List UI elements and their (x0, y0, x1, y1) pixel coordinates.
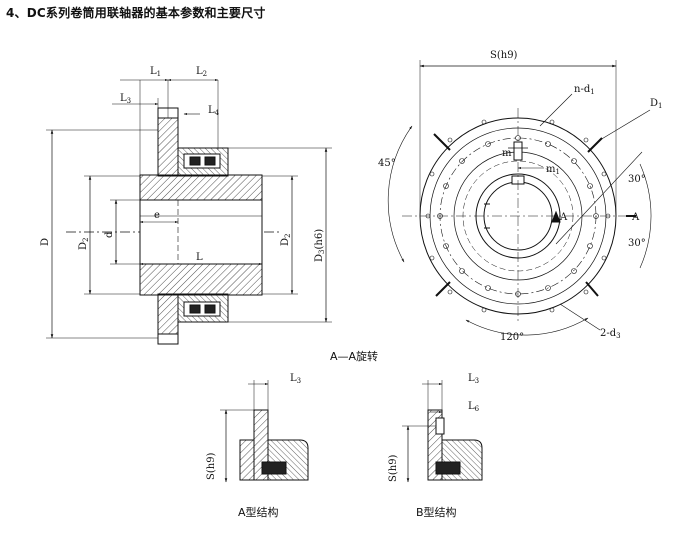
caption-type-b: B型结构 (416, 505, 457, 519)
label-angle-45: 45° (378, 158, 396, 169)
section-view-labels: S(h9) n-d1 D1 45° m m1 30° A 30° A 2-d3 … (330, 50, 663, 363)
label-l3: L3 (120, 93, 131, 105)
type-a-drawing (220, 380, 309, 483)
bolt-holes (425, 119, 611, 313)
label-l4: L4 (208, 105, 220, 117)
label-d1: D1 (650, 98, 663, 110)
caption-section-aa: A—A旋转 (330, 349, 378, 363)
label-a-right: A (631, 212, 640, 223)
label-m1: m1 (546, 164, 560, 176)
label-l1: L1 (150, 66, 161, 78)
type-b-label-l6: L6 (468, 401, 480, 413)
section-view-drawing (387, 60, 652, 336)
label-a-left: A (559, 212, 568, 223)
page-title: 4、DC系列卷筒用联轴器的基本参数和主要尺寸 (6, 6, 266, 20)
type-b-labels: L3 L6 S(h9) B型结构 (388, 373, 480, 519)
type-b-label-s: S(h9) (388, 454, 399, 482)
label-2-d3: 2-d3 (600, 328, 621, 340)
label-m: m (502, 148, 512, 159)
caption-type-a: A型结构 (238, 505, 279, 519)
label-d-outer: D (40, 238, 51, 246)
type-a-labels: L3 S(h9) A型结构 (206, 373, 301, 519)
type-b-label-l3: L3 (468, 373, 479, 385)
label-e: e (154, 210, 160, 221)
label-l: L (196, 252, 203, 263)
label-d2-left: D2 (78, 238, 90, 251)
type-b-drawing (402, 380, 483, 483)
main-dim-labels: L1 L2 L3 L4 D D2 d e L D2 D3(h6) (40, 66, 326, 263)
label-l2: L2 (196, 66, 207, 78)
label-d2-right: D2 (280, 234, 292, 247)
label-d-bore: d (104, 231, 115, 238)
label-angle-120: 120° (500, 332, 524, 343)
label-d3: D3(h6) (314, 229, 326, 262)
label-n-d1: n-d1 (574, 84, 595, 96)
type-a-label-s: S(h9) (206, 452, 217, 480)
label-s-h9: S(h9) (490, 50, 518, 61)
label-angle-30-top: 30° (628, 174, 646, 185)
type-a-label-l3: L3 (290, 373, 301, 385)
main-coupling-drawing (46, 78, 332, 345)
label-angle-30-bottom: 30° (628, 238, 646, 249)
